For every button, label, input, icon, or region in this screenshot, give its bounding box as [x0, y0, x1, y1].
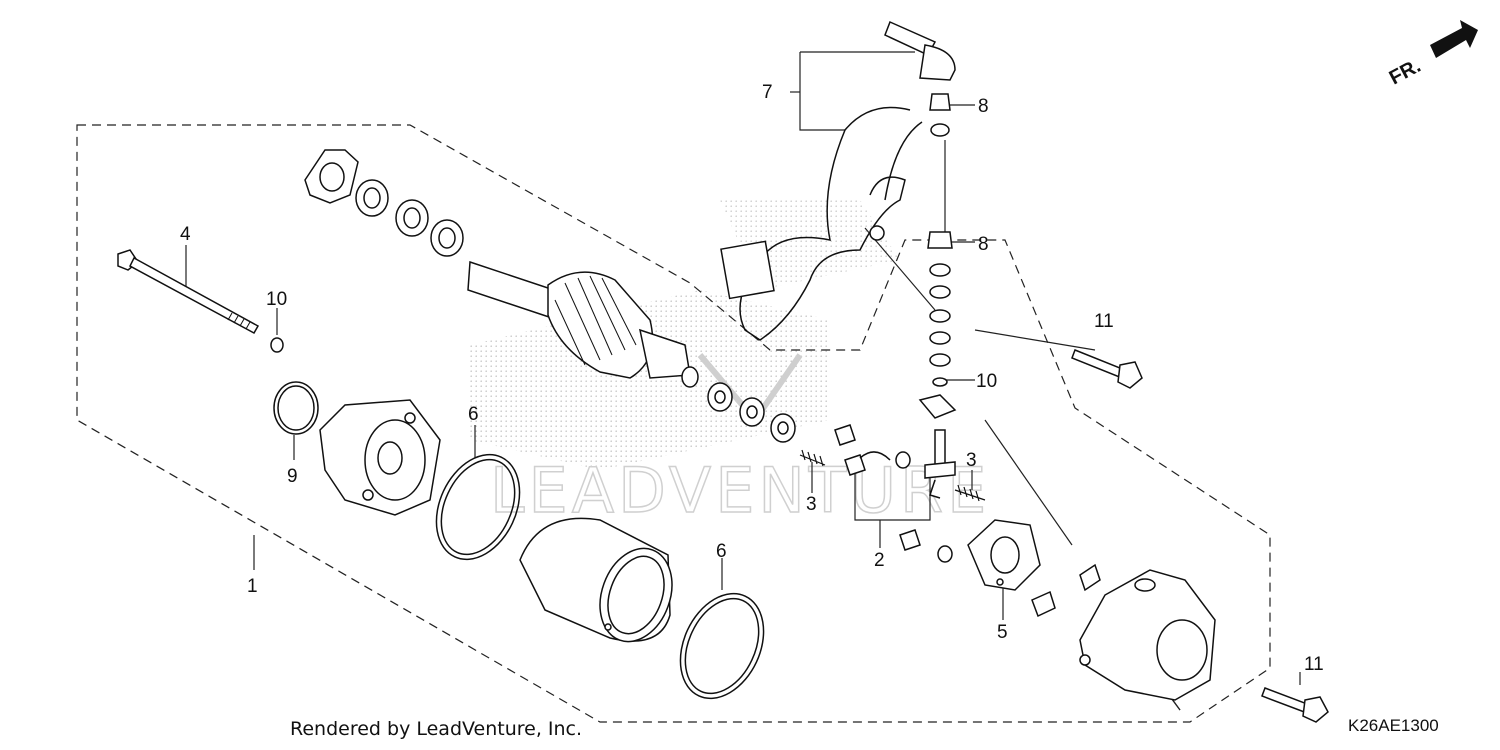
large-o-ring-lower	[679, 592, 765, 700]
assembly-outline	[76, 124, 1271, 723]
armature	[467, 260, 699, 388]
small-washer	[270, 337, 284, 353]
callout-5: 5	[997, 622, 1008, 643]
thrust-washers	[355, 179, 464, 257]
callout-4: 4	[180, 224, 191, 245]
callout-7: 7	[762, 82, 773, 103]
nut-lower	[927, 231, 953, 249]
rear-cover	[1079, 569, 1216, 701]
brush-spring-right	[954, 484, 986, 502]
callout-3-left: 3	[806, 494, 817, 515]
callout-2: 2	[874, 550, 885, 571]
callout-11-lower: 11	[1304, 654, 1324, 675]
watermark-text: LEADVENTURE	[490, 454, 990, 527]
callout-8-lower: 8	[978, 234, 989, 255]
small-washer-right	[932, 377, 948, 387]
render-credit: Rendered by LeadVenture, Inc.	[290, 718, 583, 740]
callout-3-right: 3	[966, 450, 977, 471]
terminal-bolt	[918, 394, 957, 499]
front-direction-label: FR.	[1386, 55, 1425, 90]
terminal-washer-stack	[929, 263, 951, 367]
callout-1: 1	[247, 576, 258, 597]
front-direction-arrow: FR.	[1386, 20, 1478, 89]
short-bolt-lower	[1261, 687, 1329, 723]
nut-upper	[929, 93, 951, 111]
callout-10-left: 10	[266, 289, 287, 310]
callout-11-upper: 11	[1094, 311, 1114, 332]
callout-6-lower: 6	[716, 541, 727, 562]
short-bolt-upper	[1071, 349, 1143, 389]
callout-labels: 4 10 9 1 6 6 7 8 8 10 11 3 3 2 5 11	[180, 82, 1324, 675]
brush-spring-left	[799, 449, 826, 467]
callout-10-right: 10	[976, 371, 997, 392]
gaskets	[1031, 563, 1101, 618]
long-through-bolt	[117, 249, 260, 335]
callout-8-upper: 8	[978, 96, 989, 117]
brush-holder	[967, 519, 1041, 591]
front-bracket-plate	[304, 149, 359, 204]
armature-washers	[707, 382, 796, 443]
large-o-ring-upper	[435, 453, 521, 561]
brush-set	[834, 424, 953, 563]
starter-cable	[720, 20, 956, 341]
yoke-housing	[519, 517, 673, 643]
o-ring	[273, 381, 319, 435]
front-cover	[319, 399, 441, 516]
callout-6-upper: 6	[468, 404, 479, 425]
diagram-code: K26AE1300	[1348, 716, 1439, 735]
callout-9: 9	[287, 466, 298, 487]
